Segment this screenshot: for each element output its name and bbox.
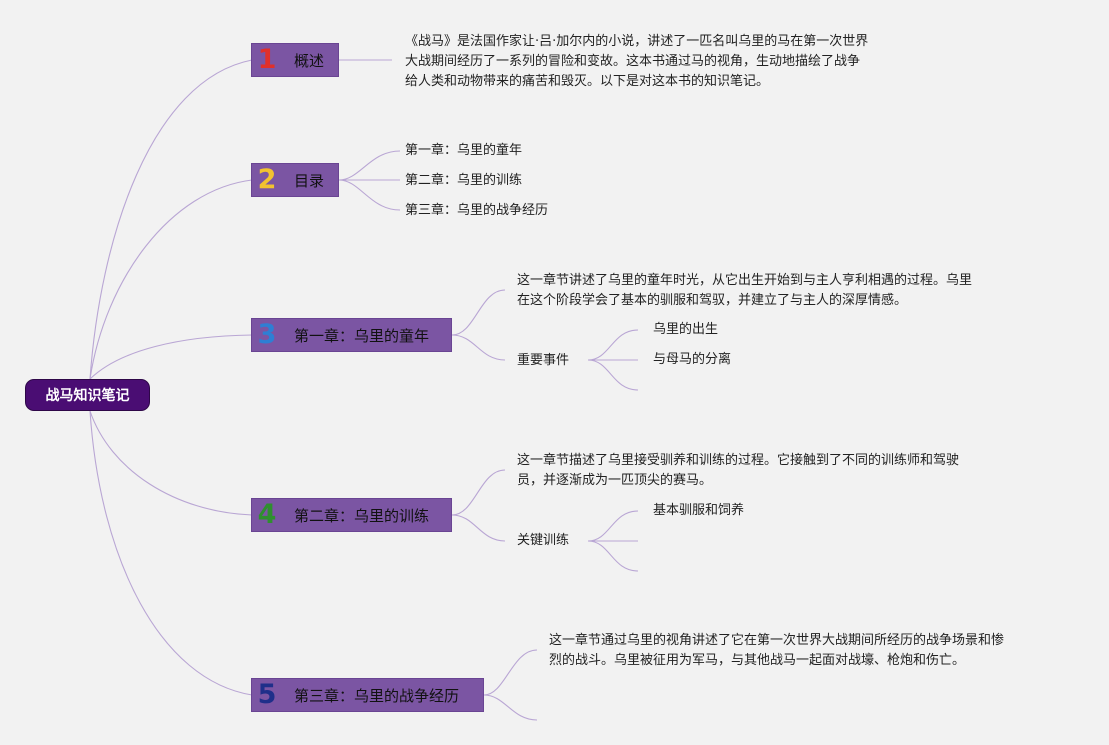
branch-number-4: 4 (257, 499, 277, 530)
overview-line: 《战马》是法国作家让·吕·加尔内的小说，讲述了一匹名叫乌里的马在第一次世界 (405, 34, 869, 49)
link-ch2-train-1 (587, 510, 639, 542)
chapter2-desc-line: 员，并逐渐成为一匹顶尖的赛马。 (517, 473, 713, 488)
root-label: 战马知识笔记 (45, 388, 130, 404)
link-ch2-desc (451, 469, 506, 516)
chapter1-description[interactable]: 这一章节讲述了乌里的童年时光，从它出生开始到与主人亨利相遇的过程。乌里 在这个阶… (517, 271, 972, 311)
branch-number-1: 1 (257, 44, 277, 75)
chapter3-desc-line: 这一章节通过乌里的视角讲述了它在第一次世界大战期间所经历的战争场景和惨 (549, 633, 1005, 648)
link-toc-3 (338, 179, 401, 211)
link-ch3-desc (483, 649, 538, 696)
link-ch2-training (451, 514, 506, 542)
chapter1-desc-line: 在这个阶段学会了基本的驯服和驾驭，并建立了与主人的深厚情感。 (517, 293, 908, 308)
branch-toc[interactable]: 2 目录 (251, 163, 339, 197)
link-root-branch5 (89, 410, 253, 696)
link-ch3-extra (483, 694, 538, 721)
toc-item-chapter2[interactable]: 第二章：乌里的训练 (405, 173, 523, 188)
chapter1-event-birth[interactable]: 乌里的出生 (653, 322, 719, 337)
branch-label: 第一章：乌里的童年 (294, 326, 430, 345)
chapter2-training-basic[interactable]: 基本驯服和饲养 (653, 503, 745, 518)
chapter2-description[interactable]: 这一章节描述了乌里接受驯养和训练的过程。它接触到了不同的训练师和驾驶 员，并逐渐… (517, 451, 959, 491)
link-ch2-train-3 (587, 540, 639, 572)
link-toc-1 (338, 150, 401, 181)
branch-label: 概述 (294, 51, 325, 70)
toc-item-chapter1[interactable]: 第一章：乌里的童年 (405, 143, 523, 158)
link-root-branch3 (89, 334, 253, 380)
branch-label: 第三章：乌里的战争经历 (294, 686, 460, 705)
toc-item-chapter3[interactable]: 第三章：乌里的战争经历 (405, 203, 549, 218)
overview-line: 给人类和动物带来的痛苦和毁灭。以下是对这本书的知识笔记。 (405, 74, 770, 89)
link-root-branch1 (89, 59, 253, 380)
chapter1-events-label[interactable]: 重要事件 (517, 353, 570, 368)
link-ch1-desc (451, 289, 506, 336)
chapter3-desc-line: 烈的战斗。乌里被征用为军马，与其他战马一起面对战壕、枪炮和伤亡。 (549, 653, 966, 668)
overview-line: 大战期间经历了一系列的冒险和变故。这本书通过马的视角，生动地描绘了战争 (405, 54, 861, 69)
branch-label: 目录 (294, 171, 325, 190)
overview-text[interactable]: 《战马》是法国作家让·吕·加尔内的小说，讲述了一匹名叫乌里的马在第一次世界 大战… (405, 32, 868, 92)
root-node[interactable]: 战马知识笔记 (25, 379, 150, 411)
chapter2-desc-line: 这一章节描述了乌里接受驯养和训练的过程。它接触到了不同的训练师和驾驶 (517, 453, 960, 468)
branch-number-3: 3 (257, 319, 277, 350)
chapter1-event-separation[interactable]: 与母马的分离 (653, 352, 732, 367)
branch-number-2: 2 (257, 164, 277, 195)
link-ch1-events (451, 334, 506, 361)
link-ch1-event-1 (587, 329, 639, 361)
link-root-branch4 (89, 410, 253, 516)
branch-overview[interactable]: 1 概述 (251, 43, 339, 77)
chapter2-training-label[interactable]: 关键训练 (517, 533, 570, 548)
branch-chapter3[interactable]: 5 第三章：乌里的战争经历 (251, 678, 484, 712)
chapter1-desc-line: 这一章节讲述了乌里的童年时光，从它出生开始到与主人亨利相遇的过程。乌里 (517, 273, 973, 288)
chapter3-description[interactable]: 这一章节通过乌里的视角讲述了它在第一次世界大战期间所经历的战争场景和惨 烈的战斗… (549, 631, 1004, 671)
link-root-branch2 (89, 179, 253, 380)
branch-chapter1[interactable]: 3 第一章：乌里的童年 (251, 318, 452, 352)
link-ch1-event-3 (587, 359, 639, 391)
branch-chapter2[interactable]: 4 第二章：乌里的训练 (251, 498, 452, 532)
branch-label: 第二章：乌里的训练 (294, 506, 430, 525)
branch-number-5: 5 (257, 679, 277, 710)
